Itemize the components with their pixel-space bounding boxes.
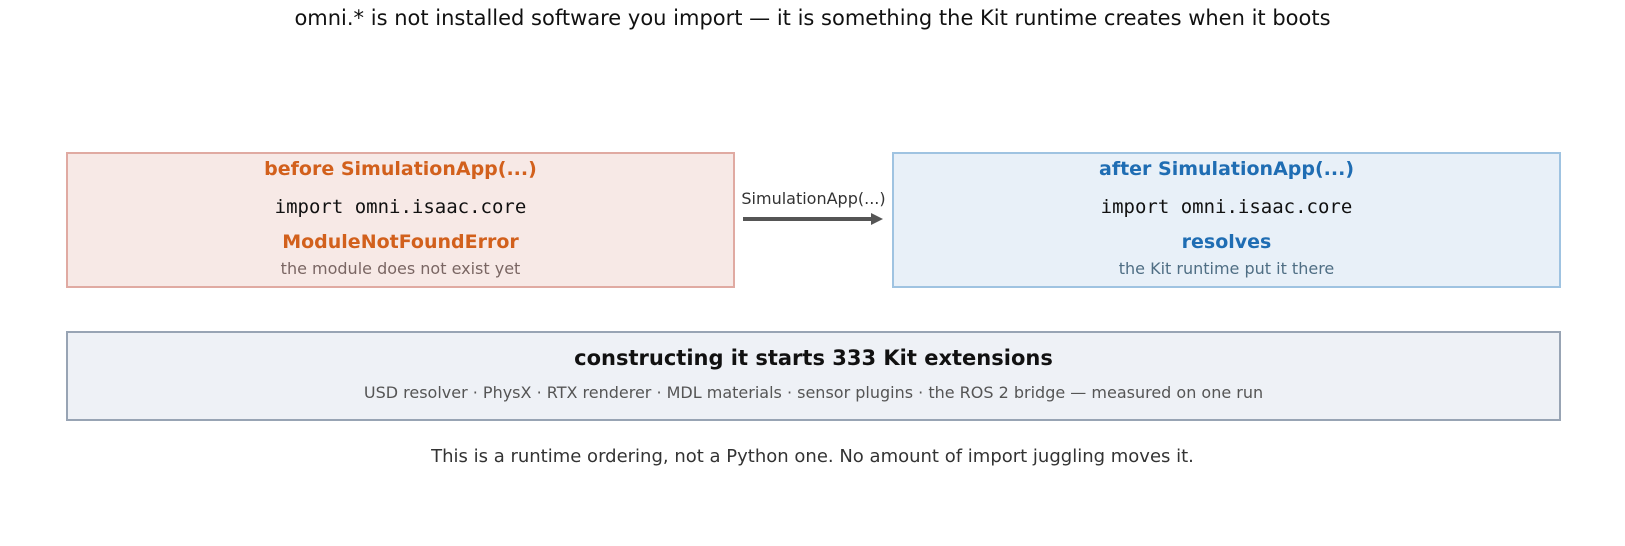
arrow-label: SimulationApp(...) xyxy=(741,189,886,208)
after-status: resolves xyxy=(1181,231,1272,253)
before-code: import omni.isaac.core xyxy=(274,196,527,218)
after-heading: after SimulationApp(...) xyxy=(1099,158,1354,180)
before-status: ModuleNotFoundError xyxy=(282,231,519,253)
extensions-list: USD resolver · PhysX · RTX renderer · MD… xyxy=(363,383,1264,402)
after-note: the Kit runtime put it there xyxy=(1118,259,1335,278)
before-note: the module does not exist yet xyxy=(280,259,521,278)
before-box: before SimulationApp(...) import omni.is… xyxy=(66,152,735,288)
diagram-title: omni.* is not installed software you imp… xyxy=(294,6,1331,30)
extensions-box: constructing it starts 333 Kit extension… xyxy=(66,331,1561,421)
footer-note: This is a runtime ordering, not a Python… xyxy=(431,446,1194,467)
extensions-heading: constructing it starts 333 Kit extension… xyxy=(574,346,1053,370)
arrow-right-icon xyxy=(743,213,883,225)
after-box: after SimulationApp(...) import omni.isa… xyxy=(892,152,1561,288)
after-code: import omni.isaac.core xyxy=(1100,196,1353,218)
transition-arrow: SimulationApp(...) xyxy=(735,185,892,235)
before-heading: before SimulationApp(...) xyxy=(264,158,537,180)
